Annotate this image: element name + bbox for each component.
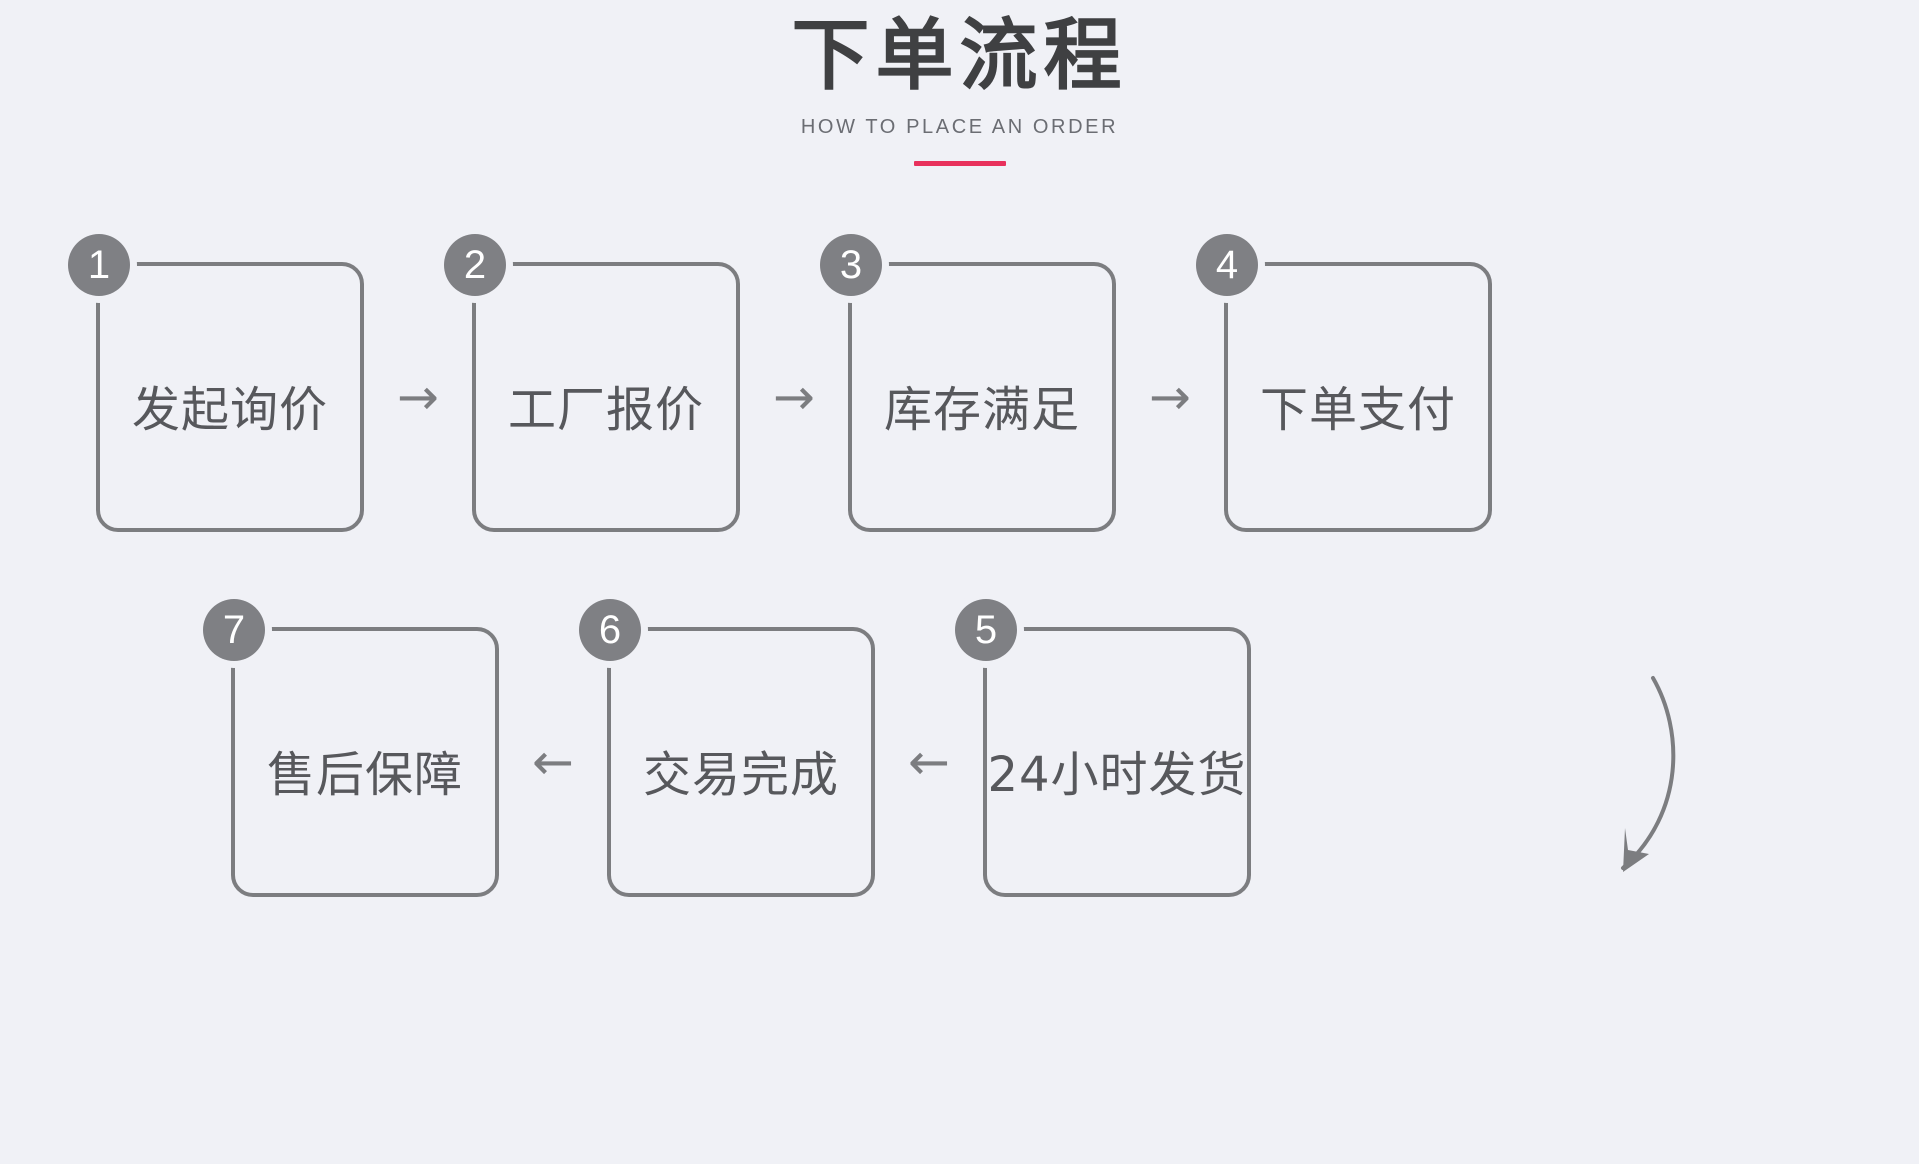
page-subtitle: HOW TO PLACE AN ORDER [800,115,1119,138]
step-label: 售后保障 [266,747,463,803]
step-number-badge: 1 [68,234,130,296]
step-number-badge: 4 [1196,234,1258,296]
arrow-right-icon: → [1149,368,1191,426]
step-number-badge: 5 [955,599,1017,661]
step-label: 交易完成 [642,747,839,803]
flow-step-3[interactable]: 3 库存满足 [820,234,1116,532]
arrow-right-icon: → [397,368,439,426]
title-underline [913,160,1006,166]
arrow-right-icon: → [773,368,815,426]
arrow-left-icon: ← [532,733,574,791]
flow-row-bottom: 7 售后保障 ← 6 交易完成 ← 5 24小时发货 [203,599,1251,897]
flow-step-7[interactable]: 7 售后保障 [203,599,499,897]
flow-step-5[interactable]: 5 24小时发货 [955,599,1251,897]
page-title: 下单流程 [791,11,1128,101]
arrow-left-icon: ← [908,733,950,791]
curved-arrow-down-icon [1565,672,1765,902]
step-number-badge: 6 [579,599,641,661]
step-number-badge: 7 [203,599,265,661]
step-label: 库存满足 [883,382,1080,438]
flow-step-2[interactable]: 2 工厂报价 [444,234,740,532]
flow-row-top: 1 发起询价 → 2 工厂报价 → 3 库存满足 → 4 下单支付 [68,234,1492,532]
flow-step-1[interactable]: 1 发起询价 [68,234,364,532]
flow-step-4[interactable]: 4 下单支付 [1196,234,1492,532]
flow-step-6[interactable]: 6 交易完成 [579,599,875,897]
step-label: 工厂报价 [507,382,704,438]
page-header: 下单流程 HOW TO PLACE AN ORDER [0,0,1919,166]
step-label: 24小时发货 [987,747,1247,803]
step-label: 发起询价 [131,382,328,438]
step-label: 下单支付 [1259,382,1456,438]
step-number-badge: 2 [444,234,506,296]
step-number-badge: 3 [820,234,882,296]
